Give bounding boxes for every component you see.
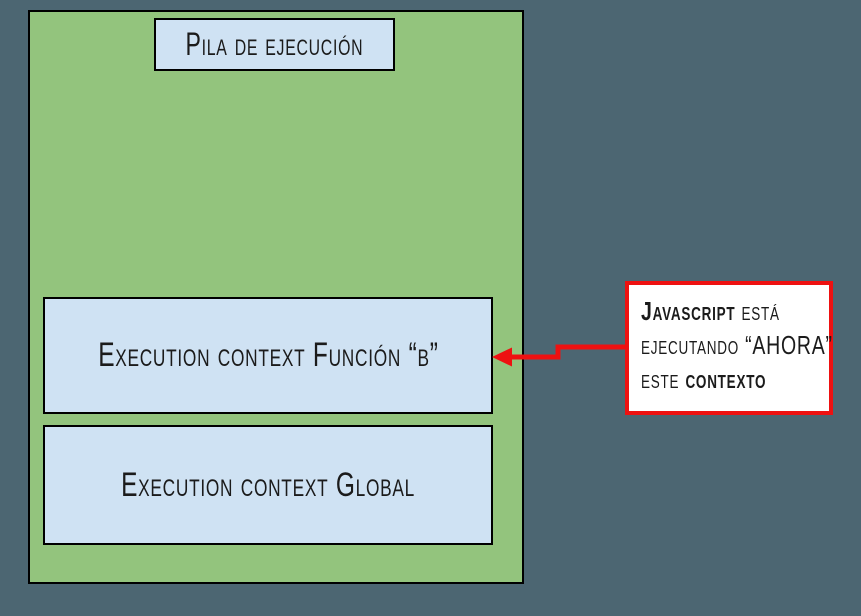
callout-box: Javascript está ejecutando “AHORA” este …: [625, 281, 833, 415]
callout-word-javascript: Javascript: [641, 296, 736, 326]
callout-line-2: ejecutando “AHORA”: [641, 328, 833, 362]
execution-context-global-label: Execution context Global: [121, 465, 415, 504]
execution-context-funcion-b-label: Execution context Función “b”: [97, 336, 439, 374]
callout-line-1: Javascript está: [641, 294, 780, 328]
execution-stack-container: Pila de ejecución Execution context Func…: [28, 10, 524, 584]
callout-line-3: este contexto: [641, 362, 766, 396]
execution-context-funcion-b-box: Execution context Función “b”: [43, 297, 493, 414]
arrowhead-icon: [492, 347, 512, 367]
current-context-arrow: [492, 344, 628, 367]
stack-title-box: Pila de ejecución: [154, 18, 395, 71]
stack-title-label: Pila de ejecución: [185, 26, 364, 62]
callout-word-contexto: contexto: [685, 364, 767, 394]
callout-word-este: este: [641, 364, 686, 394]
callout-word-esta: está: [735, 296, 780, 326]
execution-context-global-box: Execution context Global: [43, 425, 493, 545]
callout-words-ejecutando-ahora: ejecutando “AHORA”: [641, 330, 833, 360]
